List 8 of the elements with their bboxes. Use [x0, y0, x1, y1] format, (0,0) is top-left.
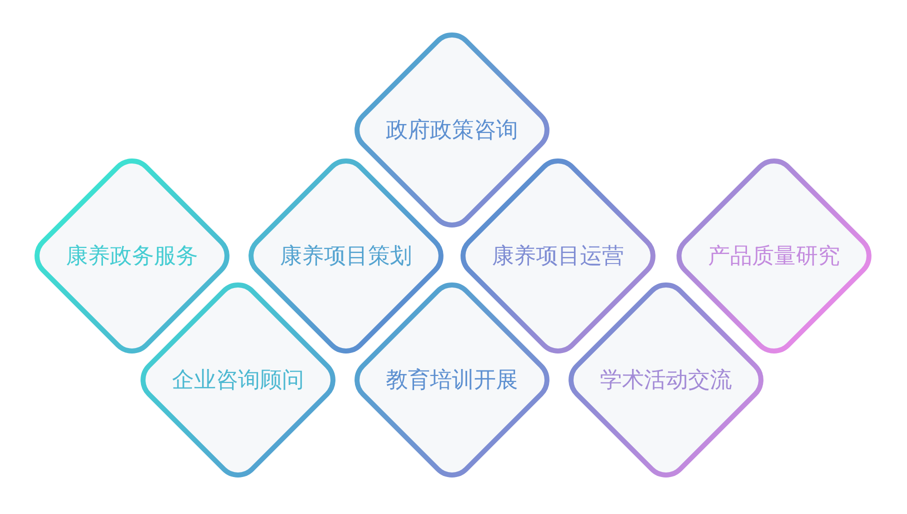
diamond-label: 产品质量研究: [708, 243, 840, 271]
diamond-label: 政府政策咨询: [386, 117, 518, 145]
diamond-label: 康养政务服务: [66, 243, 198, 271]
diamond-label: 康养项目策划: [280, 243, 412, 271]
diamond-label: 学术活动交流: [600, 367, 732, 395]
diamond-label: 企业咨询顾问: [172, 367, 304, 395]
diamond-label: 教育培训开展: [386, 367, 518, 395]
diamond-label: 康养项目运营: [492, 243, 624, 271]
